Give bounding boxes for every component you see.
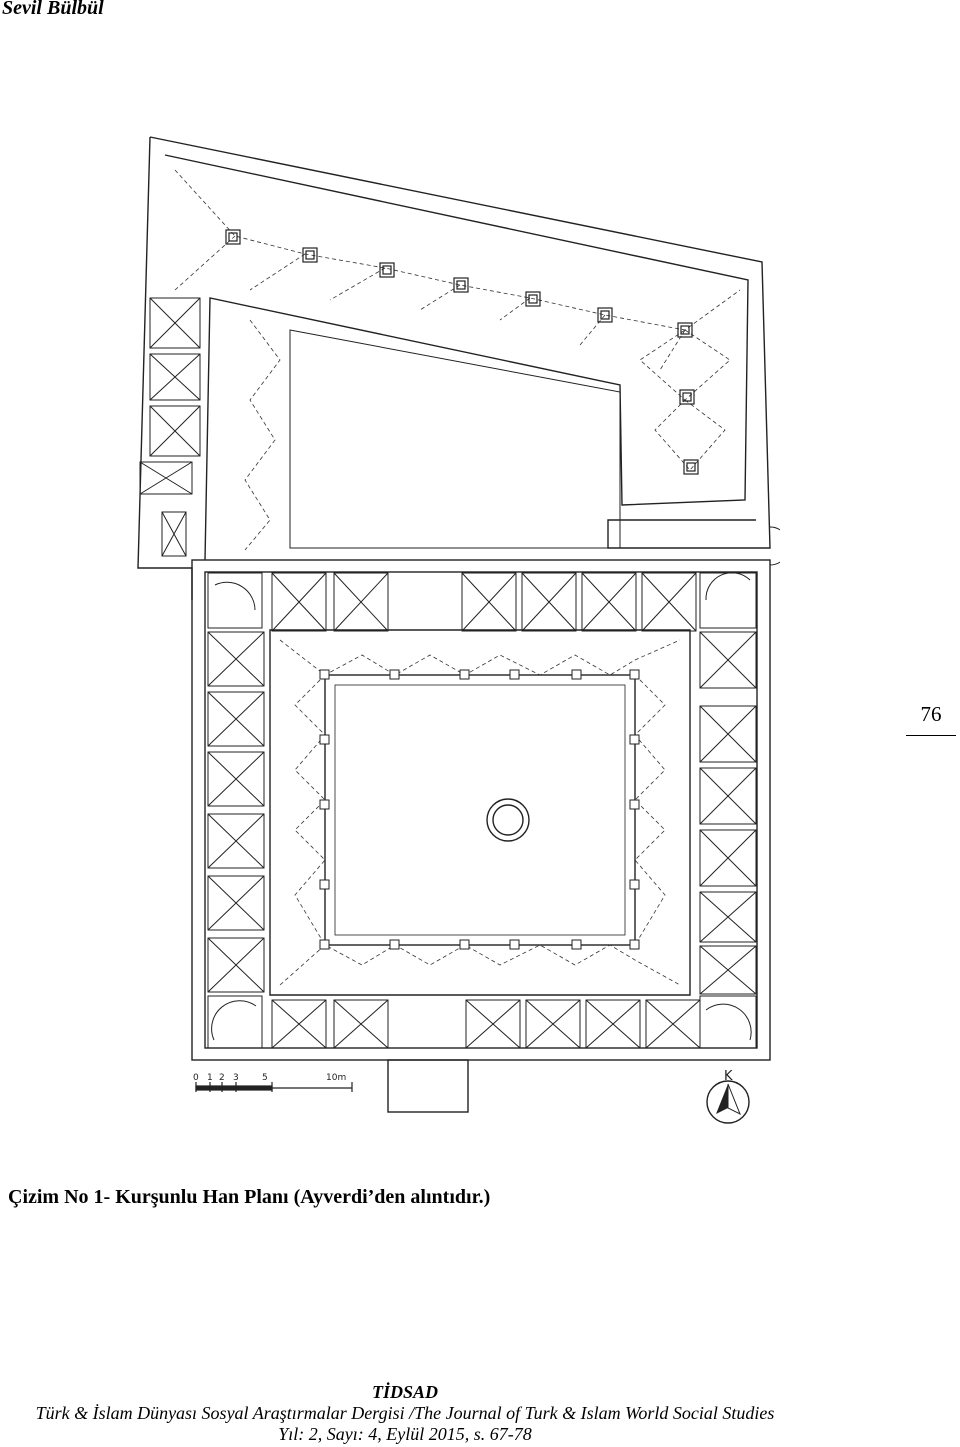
upper-courtyard-wall <box>289 329 621 549</box>
running-header-author: Sevil Bülbül <box>2 0 104 19</box>
courtyard-inner-line <box>334 684 626 936</box>
scale-bar <box>195 1082 353 1092</box>
north-wing-inner-wall <box>164 154 749 561</box>
gallery-outline <box>269 629 691 996</box>
page-number-rule <box>906 735 956 736</box>
page-number: 76 <box>920 702 942 726</box>
entrance-portal <box>387 1059 469 1113</box>
scale-tick-0: 0 <box>193 1073 199 1083</box>
scale-tick-2: 2 <box>219 1073 225 1083</box>
han-floor-plan-drawing: 0 1 2 3 5 10m K <box>137 136 780 1124</box>
main-building-outer-wall <box>191 559 771 1061</box>
scale-tick-1: 1 <box>207 1073 213 1083</box>
issue-info: Yıl: 2, Sayı: 4, Eylül 2015, s. 67-78 <box>278 1424 532 1444</box>
figure-caption: Çizim No 1- Kurşunlu Han Planı (Ayverdi’… <box>8 1186 491 1208</box>
main-building-inner-wall <box>204 571 758 1049</box>
courtyard <box>324 674 636 946</box>
journal-footer: TİDSAD Türk & İslam Dünyası Sosyal Araşt… <box>0 1382 810 1445</box>
north-label: K <box>724 1069 733 1084</box>
north-wing-outer-wall <box>149 136 771 549</box>
north-arrow-icon: K <box>706 1069 750 1124</box>
scale-tick-10m: 10m <box>326 1073 346 1083</box>
scale-tick-5: 5 <box>262 1073 268 1083</box>
courtyard-fountain <box>486 798 530 842</box>
journal-abbreviation: TİDSAD <box>371 1382 438 1402</box>
journal-title: Türk & İslam Dünyası Sosyal Araştırmalar… <box>35 1403 775 1423</box>
scale-tick-3: 3 <box>233 1073 239 1083</box>
